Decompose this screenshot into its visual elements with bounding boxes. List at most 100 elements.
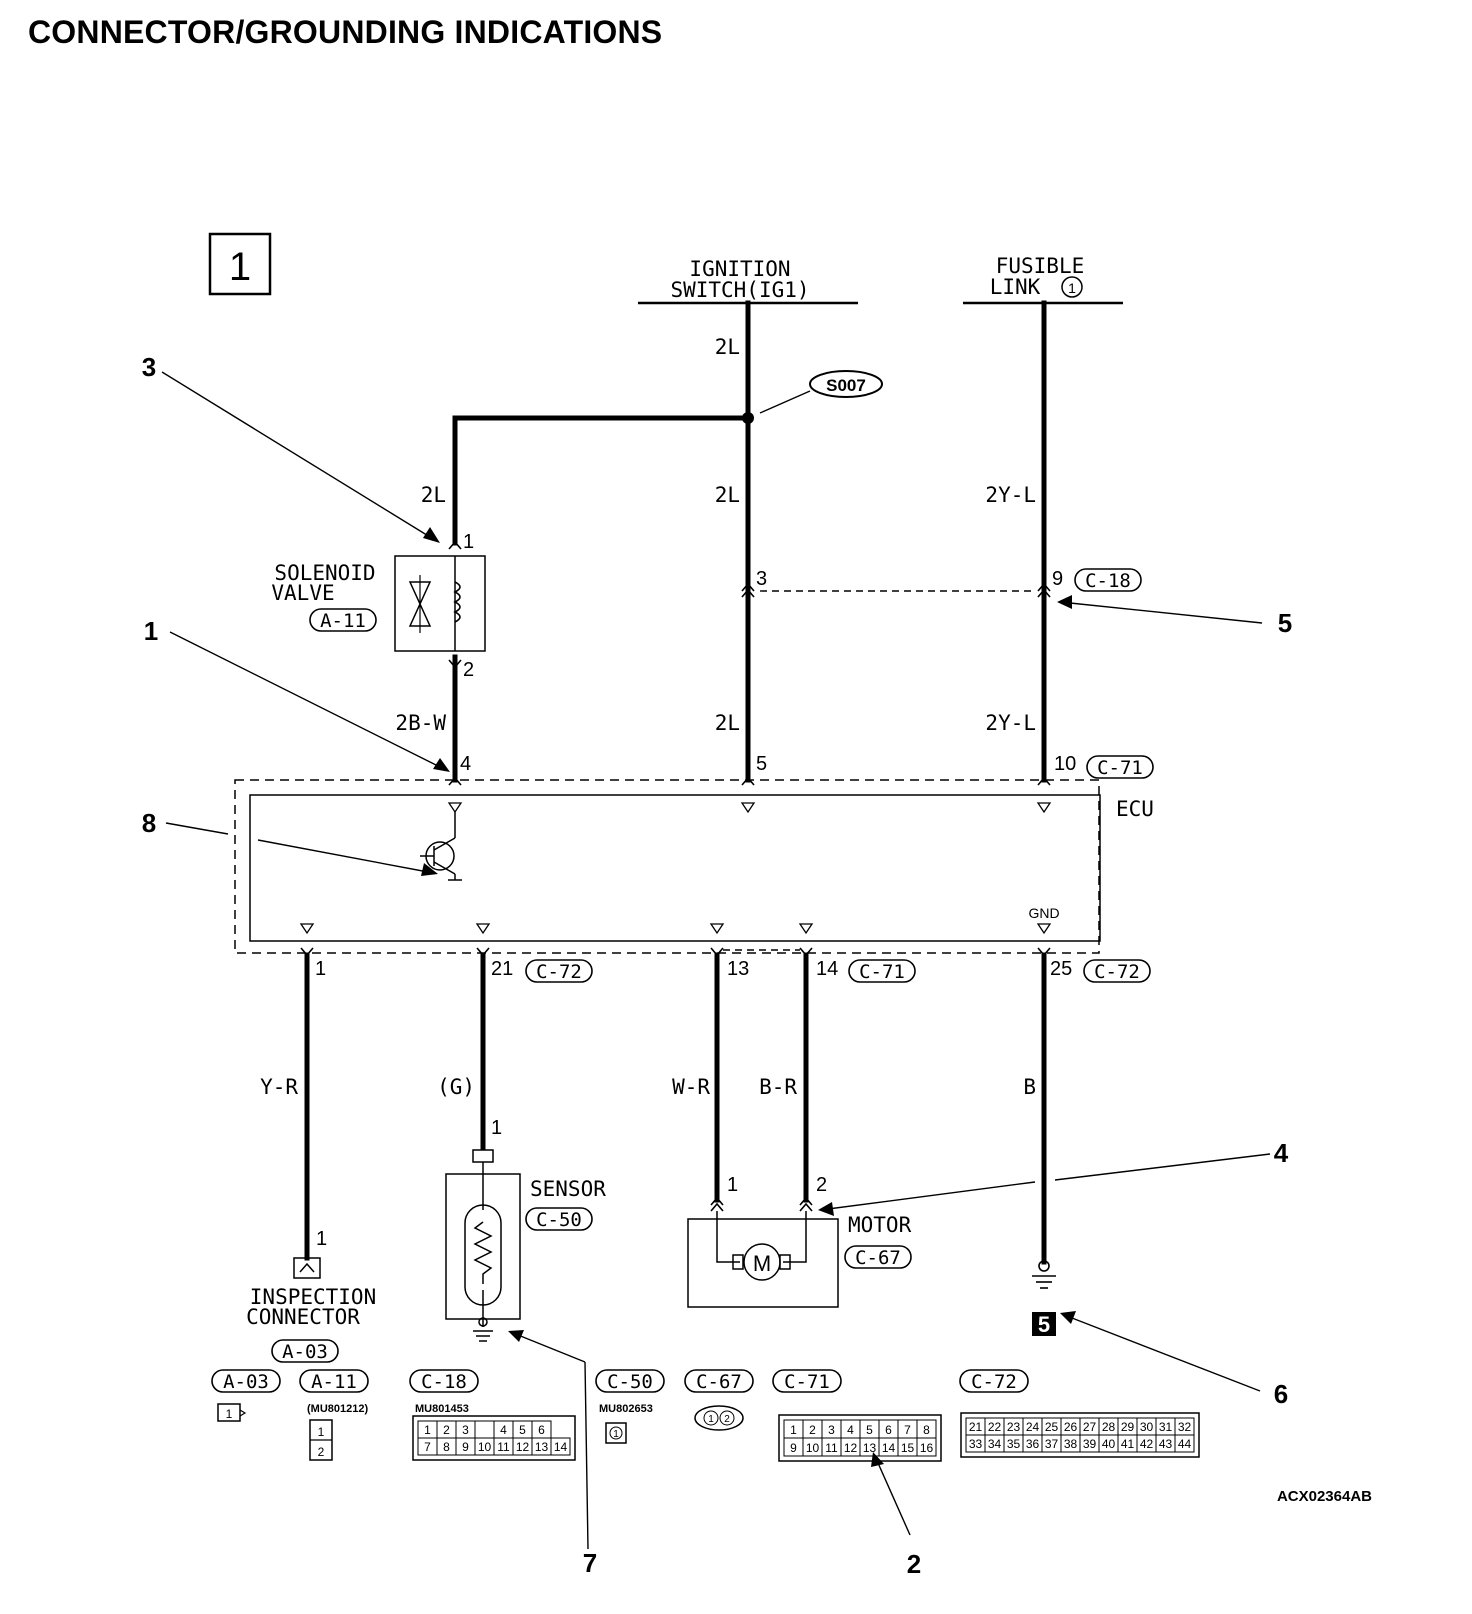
sensor-label: SENSOR xyxy=(530,1177,606,1201)
pin-ecu-13: 13 xyxy=(727,958,749,980)
callout-1: 1 xyxy=(144,616,158,646)
legend-c50-pin-ring xyxy=(609,1426,623,1440)
sensor-ground-icon xyxy=(473,1317,493,1342)
legend-c18-cell xyxy=(474,1420,495,1439)
legend-c18-part: MU801453 xyxy=(415,1403,469,1415)
splice-label: S007 xyxy=(826,376,866,395)
sensor-terminal xyxy=(472,1149,494,1163)
legend-c71-pin-label: 9 xyxy=(790,1441,797,1455)
solenoid-valve-icon xyxy=(408,581,432,627)
legend-c18-pin-label: 9 xyxy=(462,1440,469,1454)
legend-c18-pin-label: 13 xyxy=(535,1440,549,1454)
wire-solenoid-out: 2B-W xyxy=(395,711,446,735)
legend-c67-pin-1: 1 xyxy=(708,1414,714,1425)
badge-c72-a: C-72 xyxy=(536,961,582,983)
legend-c71-pin-label: 6 xyxy=(885,1423,892,1437)
legend-a11-pin-2: 2 xyxy=(318,1445,325,1459)
pin-ecu-14: 14 xyxy=(816,958,838,980)
ecu-shield-outline xyxy=(234,779,1100,954)
callout-4: 4 xyxy=(1274,1138,1289,1168)
wire-motor-1: W-R xyxy=(672,1075,710,1099)
wire-motor-2: B-R xyxy=(759,1075,797,1099)
ecu-box xyxy=(249,794,1101,942)
legend-c71-outer xyxy=(778,1414,942,1462)
callout-leaders xyxy=(161,371,1271,1550)
badge-c72-b: C-72 xyxy=(1094,961,1140,983)
legend-c72-pin-label: 28 xyxy=(1102,1420,1116,1434)
pin-ecu-1: 1 xyxy=(315,958,326,980)
legend-c18-pin-label: 12 xyxy=(516,1440,530,1454)
legend-a03: A-03 xyxy=(223,1371,269,1393)
legend-c71-cell xyxy=(916,1437,937,1457)
fusible-link-label-2: LINK xyxy=(990,275,1041,299)
legend-c18-pin-label: 7 xyxy=(424,1440,431,1454)
badge-c67: C-67 xyxy=(855,1247,901,1269)
legend-c50-pin: 1 xyxy=(613,1429,619,1440)
legend-a11: A-11 xyxy=(311,1371,357,1393)
thermistor-icon xyxy=(473,1221,493,1284)
legend-c72-outer xyxy=(960,1412,1200,1458)
legend-c72-pin-label: 27 xyxy=(1083,1420,1097,1434)
inspection-connector-body xyxy=(293,1257,321,1279)
legend-c67-pin-ring-2 xyxy=(719,1410,735,1426)
pin-ig-3: 3 xyxy=(756,568,767,590)
legend-c71-pin-label: 1 xyxy=(790,1423,797,1437)
legend-c67-body xyxy=(694,1405,744,1431)
legend-c72-pin-label: 23 xyxy=(1007,1420,1021,1434)
motor-icon xyxy=(743,1243,781,1281)
callout-6: 6 xyxy=(1274,1379,1288,1409)
wire-fusible-mid: 2Y-L xyxy=(985,483,1036,507)
legend-c18-pin-label: 8 xyxy=(443,1440,450,1454)
legend-c72-pin-label: 41 xyxy=(1121,1437,1135,1451)
ground-point-number: 5 xyxy=(1038,1312,1050,1337)
legend-c71-pin-label: 13 xyxy=(863,1441,877,1455)
ignition-switch-label-2: SWITCH(IG1) xyxy=(670,278,809,302)
solenoid-coil-icon xyxy=(453,581,461,623)
legend-c71-pin-label: 15 xyxy=(901,1441,915,1455)
legend-c72-pin-label: 26 xyxy=(1064,1420,1078,1434)
legend-c67-pin-2: 2 xyxy=(724,1414,730,1425)
ecu-pin-triangles xyxy=(299,802,1052,935)
legend-c71-pin-label: 11 xyxy=(825,1441,838,1455)
callout-3: 3 xyxy=(142,352,156,382)
ground-icon xyxy=(1032,1260,1056,1289)
legend-c18-pin-label: 10 xyxy=(478,1440,492,1454)
legend-c50-part: MU802653 xyxy=(599,1403,653,1415)
legend-c71-pin-label: 14 xyxy=(882,1441,896,1455)
wire-solenoid-in: 2L xyxy=(421,483,446,507)
legend-c18-pin-label: 6 xyxy=(538,1423,545,1437)
legend-c72-pin-label: 40 xyxy=(1102,1437,1116,1451)
badge-c50: C-50 xyxy=(536,1209,582,1231)
legend-c18-pin-label: 4 xyxy=(500,1423,507,1437)
wire-fusible-low: 2Y-L xyxy=(985,711,1036,735)
legend-c18-pin-label: 3 xyxy=(462,1423,469,1437)
power-wires xyxy=(304,300,1047,1265)
splice-badge xyxy=(809,370,883,398)
legend-c72-pin-label: 42 xyxy=(1140,1437,1154,1451)
legend-c72-pin-label: 36 xyxy=(1026,1437,1040,1451)
ecu-transistor-icon xyxy=(420,812,462,881)
motor-brush-left xyxy=(732,1254,744,1270)
page-title: CONNECTOR/GROUNDING INDICATIONS xyxy=(28,14,663,50)
pin-fusible-9: 9 xyxy=(1052,568,1063,590)
motor-label: MOTOR xyxy=(848,1213,912,1237)
splice-leader xyxy=(759,390,811,414)
legend-a03-pin: 1 xyxy=(226,1407,233,1421)
legend-c72-cell xyxy=(1174,1434,1195,1453)
figure-code: ACX02364AB xyxy=(1277,1488,1372,1505)
legend-c72-pin-label: 33 xyxy=(969,1437,983,1451)
pin-ecu-4: 4 xyxy=(460,753,471,775)
legend-c18-outer xyxy=(412,1415,576,1461)
legend-c72-pin-label: 22 xyxy=(988,1420,1002,1434)
ground-point-box xyxy=(1032,1312,1056,1336)
motor-symbol: M xyxy=(753,1251,771,1276)
legend-c71-pin-label: 7 xyxy=(904,1423,911,1437)
legend-c72-pin-label: 39 xyxy=(1083,1437,1097,1451)
legend-c18-pin-label: 1 xyxy=(424,1423,431,1437)
callout-2: 2 xyxy=(907,1549,921,1579)
legend-c72-pin-label: 29 xyxy=(1121,1420,1135,1434)
legend-c18-pin-label: 14 xyxy=(554,1440,568,1454)
legend-c71-pin-label: 5 xyxy=(866,1423,873,1437)
